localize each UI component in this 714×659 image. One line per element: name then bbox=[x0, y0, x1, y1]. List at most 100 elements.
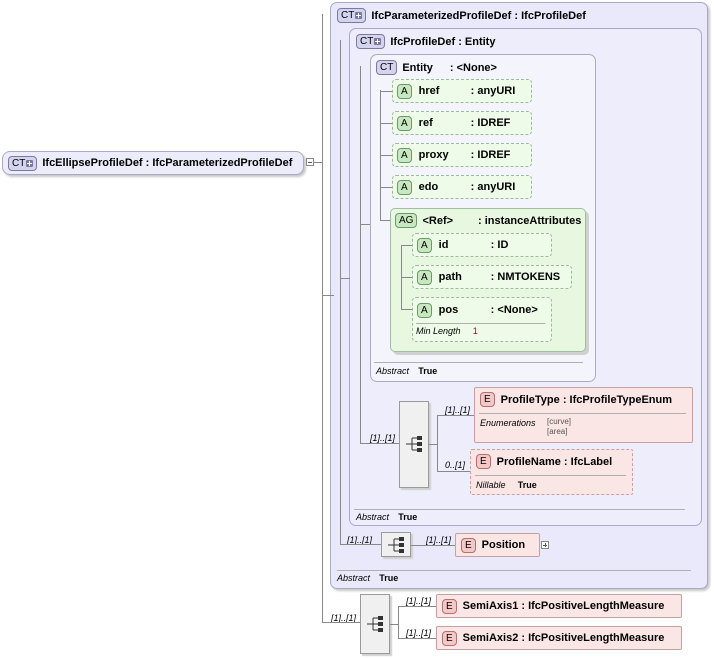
divider bbox=[354, 509, 685, 510]
element-semi-axis-1[interactable]: E SemiAxis1 : IfcPositiveLengthMeasure bbox=[436, 594, 682, 618]
meta-label: Abstract bbox=[337, 573, 371, 583]
element-semi-axis-2[interactable]: E SemiAxis2 : IfcPositiveLengthMeasure bbox=[436, 626, 682, 650]
attribute-id[interactable]: A id : ID bbox=[412, 233, 552, 257]
meta-label: Abstract bbox=[356, 512, 390, 522]
meta-label: Nillable bbox=[476, 480, 506, 490]
connector bbox=[390, 624, 398, 625]
connector bbox=[380, 187, 392, 188]
attribute-icon: A bbox=[417, 302, 432, 318]
enumeration-values: [curve] [area] bbox=[547, 417, 571, 437]
sequence-icon bbox=[367, 616, 383, 632]
attribute-ref[interactable]: A ref : IDREF bbox=[392, 111, 532, 135]
attribute-name: href bbox=[418, 85, 440, 97]
enumeration-value: [area] bbox=[547, 427, 568, 436]
complex-type-icon: CT bbox=[376, 60, 398, 75]
root-complex-type[interactable]: CT IfcEllipseProfileDef : IfcParameteriz… bbox=[2, 151, 304, 175]
param-profile-abstract: Abstract True bbox=[337, 572, 398, 584]
attribute-name: edo bbox=[418, 181, 439, 193]
attribute-name: path bbox=[438, 271, 462, 283]
attribute-name: ref bbox=[418, 117, 433, 129]
connector bbox=[314, 162, 322, 163]
connector bbox=[429, 444, 437, 445]
element-title: Position bbox=[481, 539, 526, 551]
root-title: IfcEllipseProfileDef : IfcParameterizedP… bbox=[42, 157, 293, 169]
complex-type-icon: CT bbox=[356, 34, 386, 49]
element-profile-type[interactable]: E ProfileType : IfcProfileTypeEnum Enume… bbox=[474, 387, 693, 443]
badge-text: CT bbox=[341, 10, 355, 21]
entity-abstract: Abstract True bbox=[376, 365, 437, 377]
element-title: SemiAxis2 : IfcPositiveLengthMeasure bbox=[462, 632, 665, 644]
entity-type: : <None> bbox=[449, 61, 497, 74]
connector bbox=[401, 309, 412, 310]
meta-label: Enumerations bbox=[480, 418, 536, 428]
attribute-group-type: : instanceAttributes bbox=[478, 214, 582, 227]
connector bbox=[380, 220, 390, 221]
meta-label: Abstract bbox=[376, 366, 410, 376]
attribute-type: : NMTOKENS bbox=[490, 271, 561, 283]
divider bbox=[479, 413, 686, 414]
divider bbox=[337, 570, 691, 571]
complex-type-icon: CT bbox=[8, 155, 38, 171]
collapse-toggle[interactable] bbox=[306, 158, 314, 166]
attribute-name: pos bbox=[438, 304, 459, 316]
attribute-path[interactable]: A path : NMTOKENS bbox=[412, 265, 572, 289]
attribute-icon: A bbox=[397, 179, 412, 195]
attribute-type: : ID bbox=[490, 239, 509, 251]
sequence-compositor-1[interactable] bbox=[399, 401, 429, 488]
cardinality-label: [1]..[1] bbox=[347, 535, 373, 545]
element-icon: E bbox=[442, 630, 457, 646]
attribute-icon: A bbox=[397, 147, 412, 163]
sequence-compositor-2[interactable] bbox=[381, 532, 411, 557]
param-profile-title: IfcParameterizedProfileDef : IfcProfileD… bbox=[371, 9, 586, 22]
attribute-group-header[interactable]: AG <Ref> : instanceAttributes bbox=[395, 213, 581, 228]
entity-title: Entity bbox=[402, 61, 433, 74]
meta-label: Min Length bbox=[416, 326, 461, 336]
meta-value: True bbox=[517, 480, 537, 490]
attribute-edo[interactable]: A edo : anyURI bbox=[392, 175, 532, 199]
sequence-icon bbox=[406, 436, 422, 452]
cardinality-label: [1]..[1] bbox=[331, 613, 357, 623]
attribute-pos[interactable]: A pos : <None> Min Length 1 bbox=[412, 297, 552, 342]
connector bbox=[437, 415, 474, 416]
entity-header[interactable]: CT Entity : <None> bbox=[376, 60, 497, 75]
connector bbox=[411, 545, 455, 546]
element-icon: E bbox=[480, 392, 495, 407]
connector bbox=[340, 40, 341, 545]
connector bbox=[401, 245, 412, 246]
attribute-type: : anyURI bbox=[470, 181, 516, 193]
connector bbox=[340, 278, 350, 279]
element-profile-name[interactable]: E ProfileName : IfcLabel Nillable True bbox=[470, 449, 633, 495]
connector bbox=[437, 471, 470, 472]
profile-name-meta: Nillable True bbox=[476, 479, 537, 491]
attribute-href[interactable]: A href : anyURI bbox=[392, 79, 532, 103]
attribute-proxy[interactable]: A proxy : IDREF bbox=[392, 143, 532, 167]
connector bbox=[322, 295, 334, 296]
expand-toggle[interactable] bbox=[541, 541, 549, 549]
complex-type-icon: CT bbox=[337, 8, 367, 23]
attribute-icon: A bbox=[417, 269, 432, 285]
connector bbox=[380, 123, 392, 124]
divider bbox=[374, 362, 583, 363]
cardinality-label: 0..[1] bbox=[445, 460, 466, 470]
sequence-compositor-3[interactable] bbox=[360, 594, 390, 654]
param-profile-header[interactable]: CT IfcParameterizedProfileDef : IfcProfi… bbox=[337, 8, 586, 23]
attribute-type: : <None> bbox=[490, 304, 538, 316]
connector bbox=[380, 155, 392, 156]
cardinality-label: [1]..[1] bbox=[406, 628, 432, 638]
element-title: SemiAxis1 : IfcPositiveLengthMeasure bbox=[462, 600, 665, 612]
connector bbox=[398, 606, 399, 639]
element-icon: E bbox=[476, 454, 491, 469]
meta-value: True bbox=[379, 573, 399, 583]
badge-text: CT bbox=[12, 157, 26, 169]
attribute-name: proxy bbox=[418, 149, 449, 161]
cardinality-label: [1]..[1] bbox=[445, 405, 471, 415]
attribute-type: : IDREF bbox=[470, 149, 511, 161]
profile-def-header[interactable]: CT IfcProfileDef : Entity bbox=[356, 34, 495, 49]
cardinality-label: [1]..[1] bbox=[406, 596, 432, 606]
meta-value: True bbox=[418, 366, 438, 376]
element-position[interactable]: E Position bbox=[455, 533, 540, 557]
attribute-group-icon: AG bbox=[395, 213, 418, 228]
profile-def-title: IfcProfileDef : Entity bbox=[390, 35, 496, 48]
attribute-name: id bbox=[438, 239, 449, 251]
cardinality-label: [1]..[1] bbox=[370, 433, 396, 443]
